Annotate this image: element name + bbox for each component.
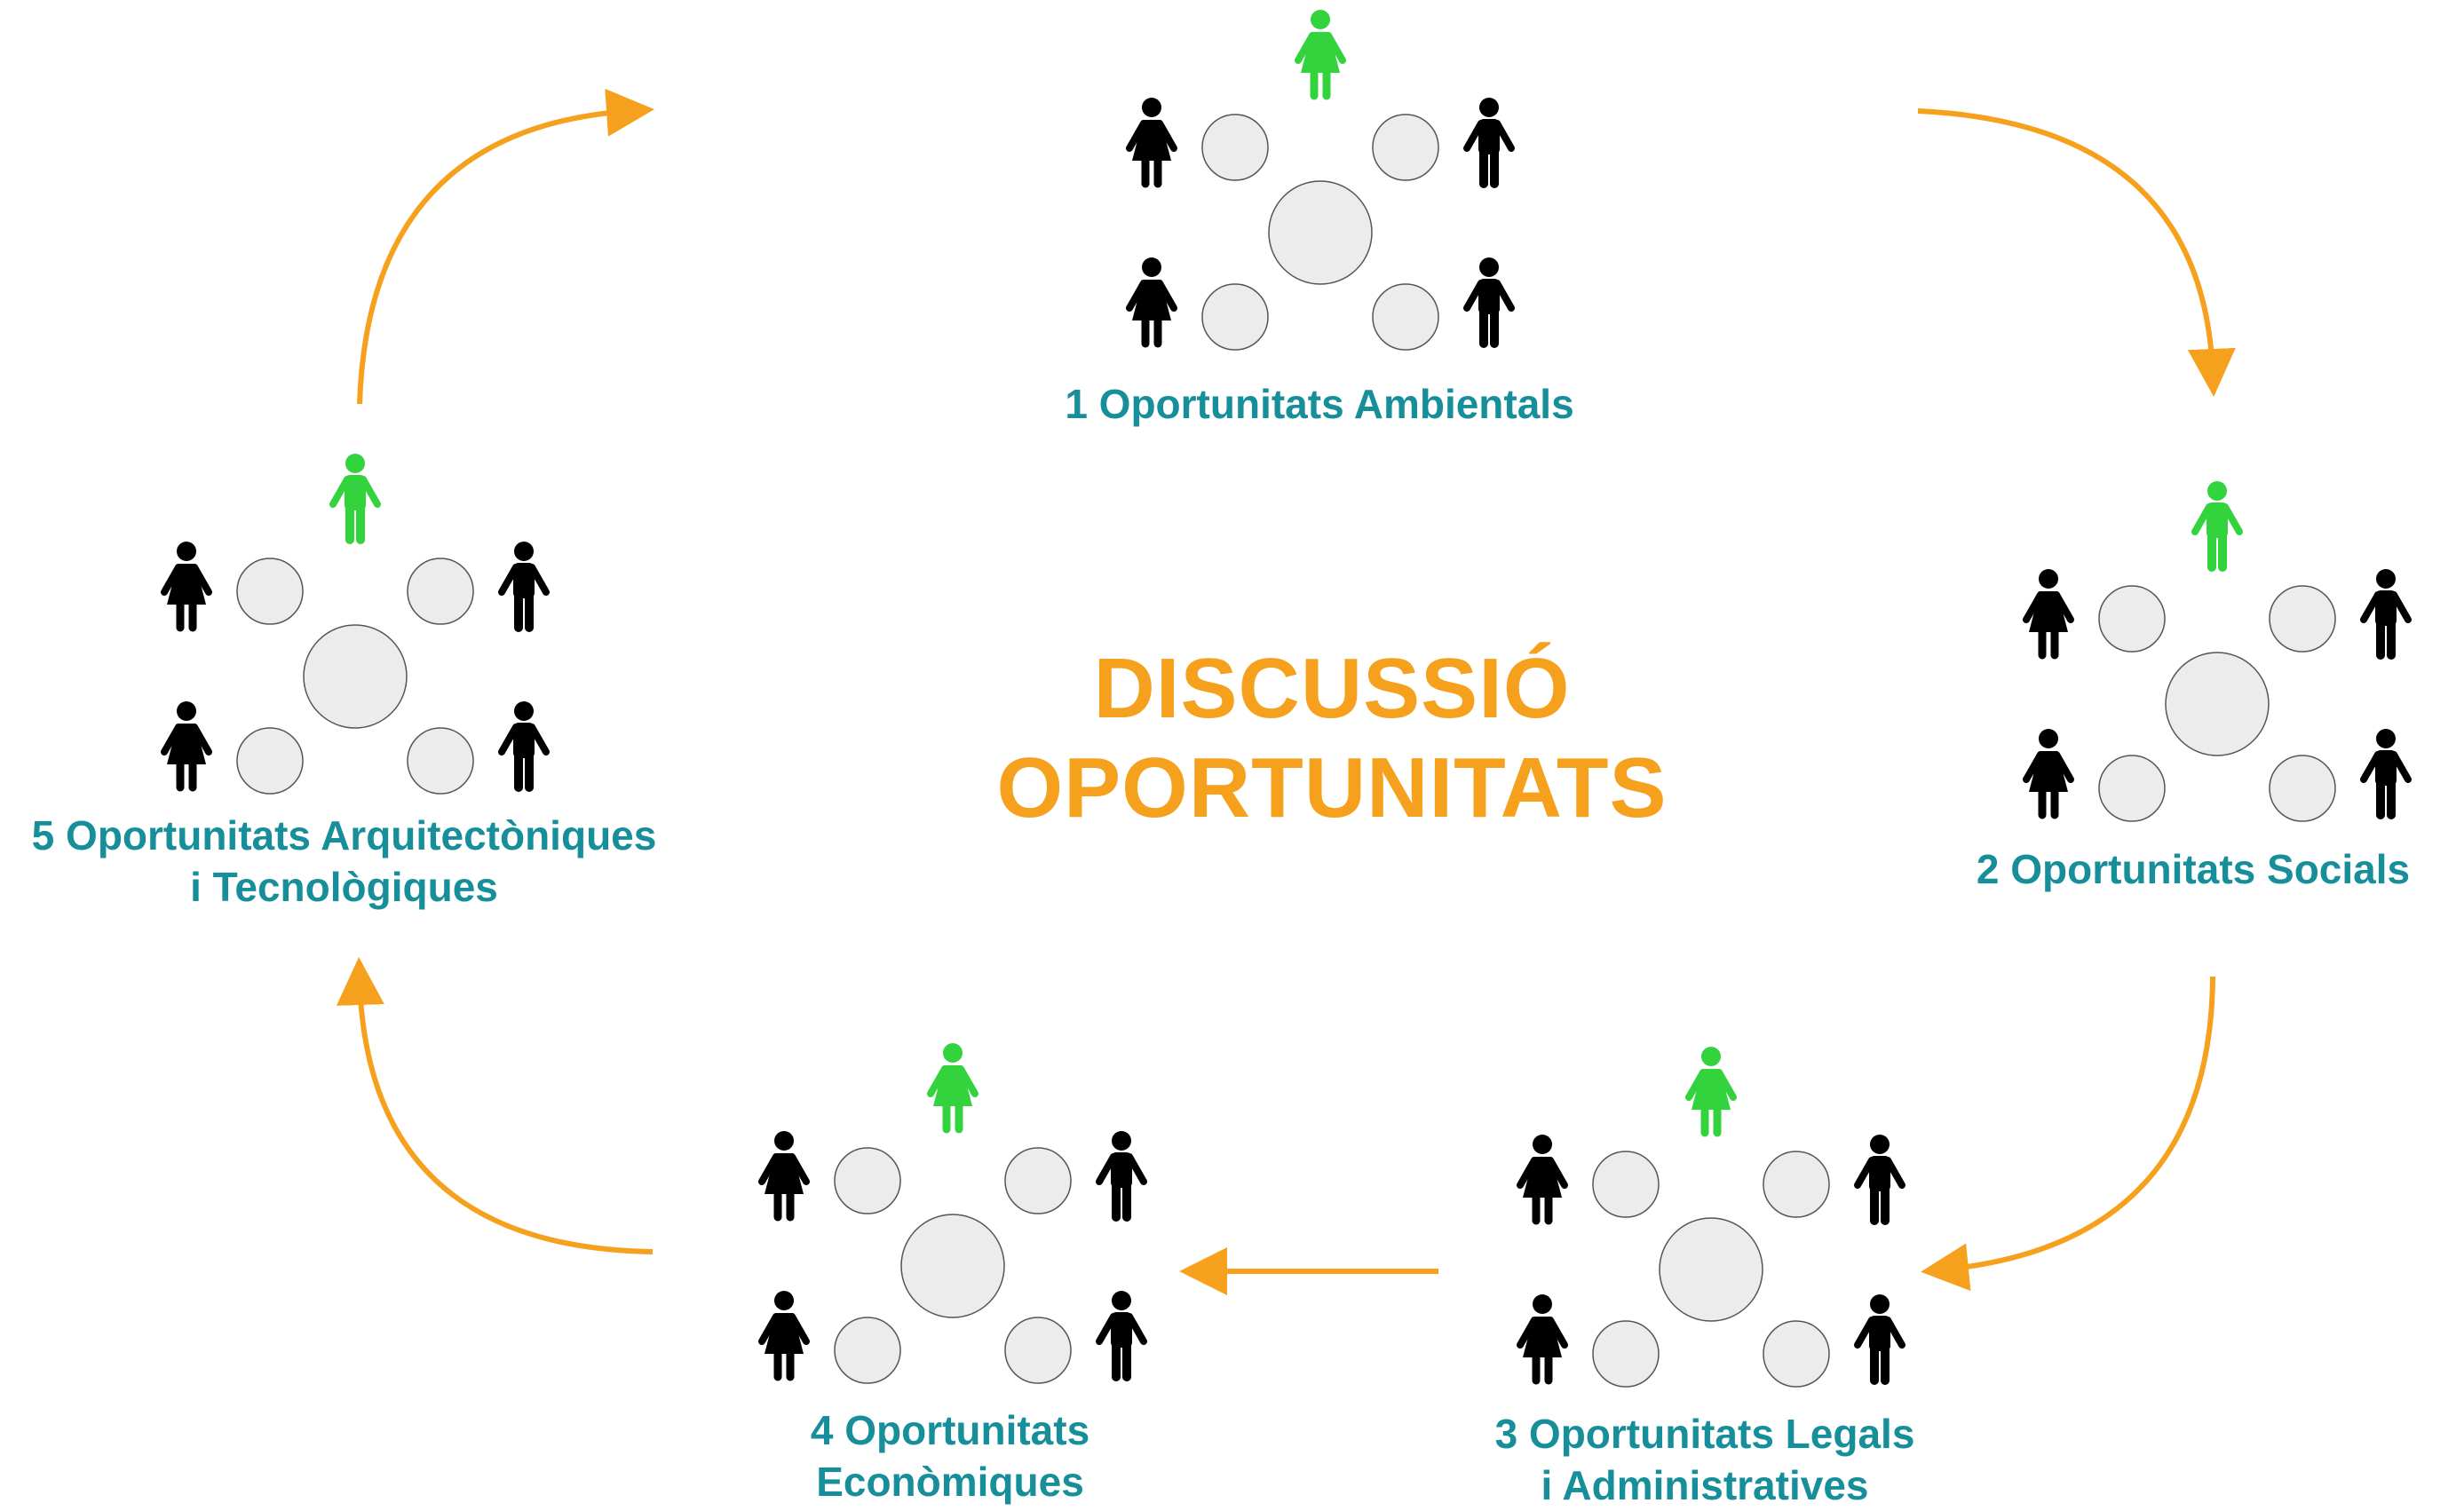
flow-arrows xyxy=(336,88,2236,1295)
round-table-icon xyxy=(900,1214,1005,1318)
group-4-label: 4 Oportunitats Econòmiques xyxy=(684,1404,1216,1507)
participant-male-icon xyxy=(498,701,550,792)
seat-circle-icon xyxy=(2269,755,2336,822)
seat-circle-icon xyxy=(834,1317,901,1384)
groups-layer xyxy=(161,10,2412,1388)
facilitator-person-icon xyxy=(927,1043,978,1134)
group-5-label-line-1: 5 Oportunitats Arquitectòniques xyxy=(31,812,657,858)
facilitator-person-icon xyxy=(2191,481,2243,572)
participant-male-icon xyxy=(1096,1131,1147,1222)
seat-circle-icon xyxy=(1372,114,1439,181)
participant-female-icon xyxy=(2023,729,2074,819)
participant-female-icon xyxy=(161,701,212,792)
participant-male-icon xyxy=(1463,98,1515,188)
facilitator-person-icon xyxy=(1685,1047,1737,1137)
participant-female-icon xyxy=(1126,98,1177,188)
group-3 xyxy=(1517,1047,1905,1388)
participant-female-icon xyxy=(758,1131,810,1222)
seat-circle-icon xyxy=(1372,283,1439,351)
group-4 xyxy=(758,1043,1147,1384)
round-table-icon xyxy=(2165,652,2270,756)
group-5-label: 5 Oportunitats Arquitectòniques i Tecnol… xyxy=(0,810,688,913)
participant-male-icon xyxy=(1854,1294,1905,1385)
title-line-1: DISCUSSIÓ xyxy=(1093,641,1571,736)
round-table-icon xyxy=(1659,1217,1763,1322)
seat-circle-icon xyxy=(1004,1147,1072,1214)
seat-circle-icon xyxy=(1592,1320,1660,1388)
participant-male-icon xyxy=(498,542,550,632)
seat-circle-icon xyxy=(236,727,304,795)
participant-female-icon xyxy=(1126,257,1177,348)
seat-circle-icon xyxy=(2269,585,2336,653)
seat-circle-icon xyxy=(1201,283,1269,351)
facilitator-person-icon xyxy=(1295,10,1346,100)
seat-circle-icon xyxy=(834,1147,901,1214)
arrow-2-to-3 xyxy=(1921,976,2215,1292)
seat-circle-icon xyxy=(1004,1317,1072,1384)
group-2 xyxy=(2023,481,2412,822)
group-1-label: 1 Oportunitats Ambientals xyxy=(964,378,1675,430)
seat-circle-icon xyxy=(407,558,474,625)
arrow-1-to-2 xyxy=(1917,108,2236,397)
seat-circle-icon xyxy=(1201,114,1269,181)
seat-circle-icon xyxy=(236,558,304,625)
group-5 xyxy=(161,454,550,795)
seat-circle-icon xyxy=(1763,1320,1830,1388)
group-2-label-line-1: 2 Oportunitats Socials xyxy=(1976,846,2411,892)
participant-male-icon xyxy=(1854,1135,1905,1225)
participant-female-icon xyxy=(2023,569,2074,660)
participant-male-icon xyxy=(1096,1291,1147,1381)
group-4-label-line-1: 4 Oportunitats xyxy=(810,1407,1090,1453)
arrow-4-to-5 xyxy=(336,957,654,1254)
group-3-label-line-2: i Administratives xyxy=(1541,1462,1869,1508)
participant-female-icon xyxy=(758,1291,810,1381)
seat-circle-icon xyxy=(1592,1151,1660,1218)
group-3-label: 3 Oportunitats Legals i Administratives xyxy=(1438,1408,1971,1511)
group-1 xyxy=(1126,10,1515,351)
participant-male-icon xyxy=(2360,569,2412,660)
arrow-5-to-1 xyxy=(357,88,654,405)
group-2-label: 2 Oportunitats Socials xyxy=(1945,843,2442,895)
page-title: DISCUSSIÓ OPORTUNITATS xyxy=(888,639,1776,838)
seat-circle-icon xyxy=(2098,755,2166,822)
group-5-label-line-2: i Tecnològiques xyxy=(190,864,498,910)
round-table-icon xyxy=(1268,180,1373,285)
round-table-icon xyxy=(303,624,408,729)
seat-circle-icon xyxy=(407,727,474,795)
participant-female-icon xyxy=(1517,1135,1568,1225)
seat-circle-icon xyxy=(2098,585,2166,653)
title-line-2: OPORTUNITATS xyxy=(996,740,1668,835)
group-1-label-line-1: 1 Oportunitats Ambientals xyxy=(1065,381,1574,427)
group-3-label-line-1: 3 Oportunitats Legals xyxy=(1494,1411,1915,1457)
participant-female-icon xyxy=(161,542,212,632)
participant-male-icon xyxy=(1463,257,1515,348)
participant-female-icon xyxy=(1517,1294,1568,1385)
group-4-label-line-2: Econòmiques xyxy=(816,1459,1084,1505)
facilitator-person-icon xyxy=(329,454,381,544)
seat-circle-icon xyxy=(1763,1151,1830,1218)
participant-male-icon xyxy=(2360,729,2412,819)
